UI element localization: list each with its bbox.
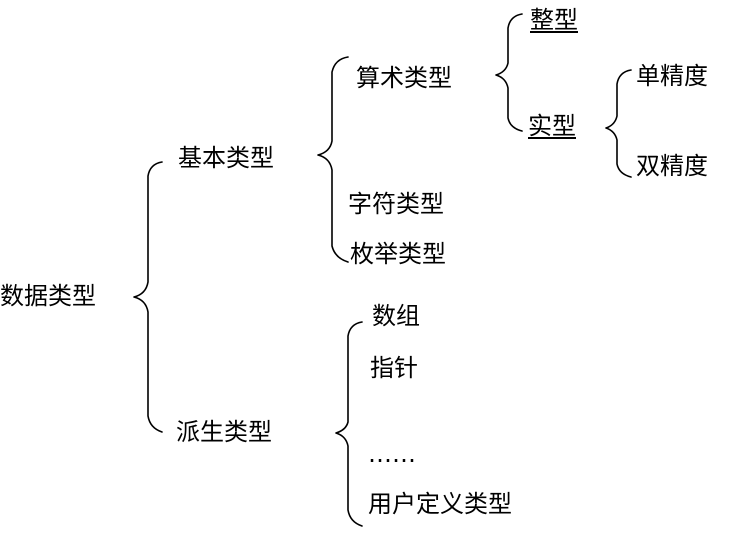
label-enum-types: 枚举类型 [350, 240, 446, 268]
brace-real [605, 69, 632, 178]
label-double-precision: 双精度 [636, 152, 708, 180]
label-data-types: 数据类型 [0, 282, 96, 310]
label-derived-types: 派生类型 [176, 418, 272, 446]
label-array: 数组 [372, 302, 420, 330]
label-arithmetic-types: 算术类型 [356, 64, 452, 92]
label-char-types: 字符类型 [348, 190, 444, 218]
brace-basic [317, 56, 349, 263]
label-ellipsis: …… [368, 440, 416, 468]
label-single-precision: 单精度 [636, 62, 708, 90]
label-user-defined-types: 用户定义类型 [368, 490, 512, 518]
label-integer: 整型 [530, 6, 578, 34]
label-basic-types: 基本类型 [178, 144, 274, 172]
brace-arithmetic [495, 13, 523, 132]
brace-root [133, 161, 163, 433]
label-real: 实型 [528, 112, 576, 140]
brace-derived [335, 321, 363, 527]
label-pointer: 指针 [370, 354, 418, 382]
